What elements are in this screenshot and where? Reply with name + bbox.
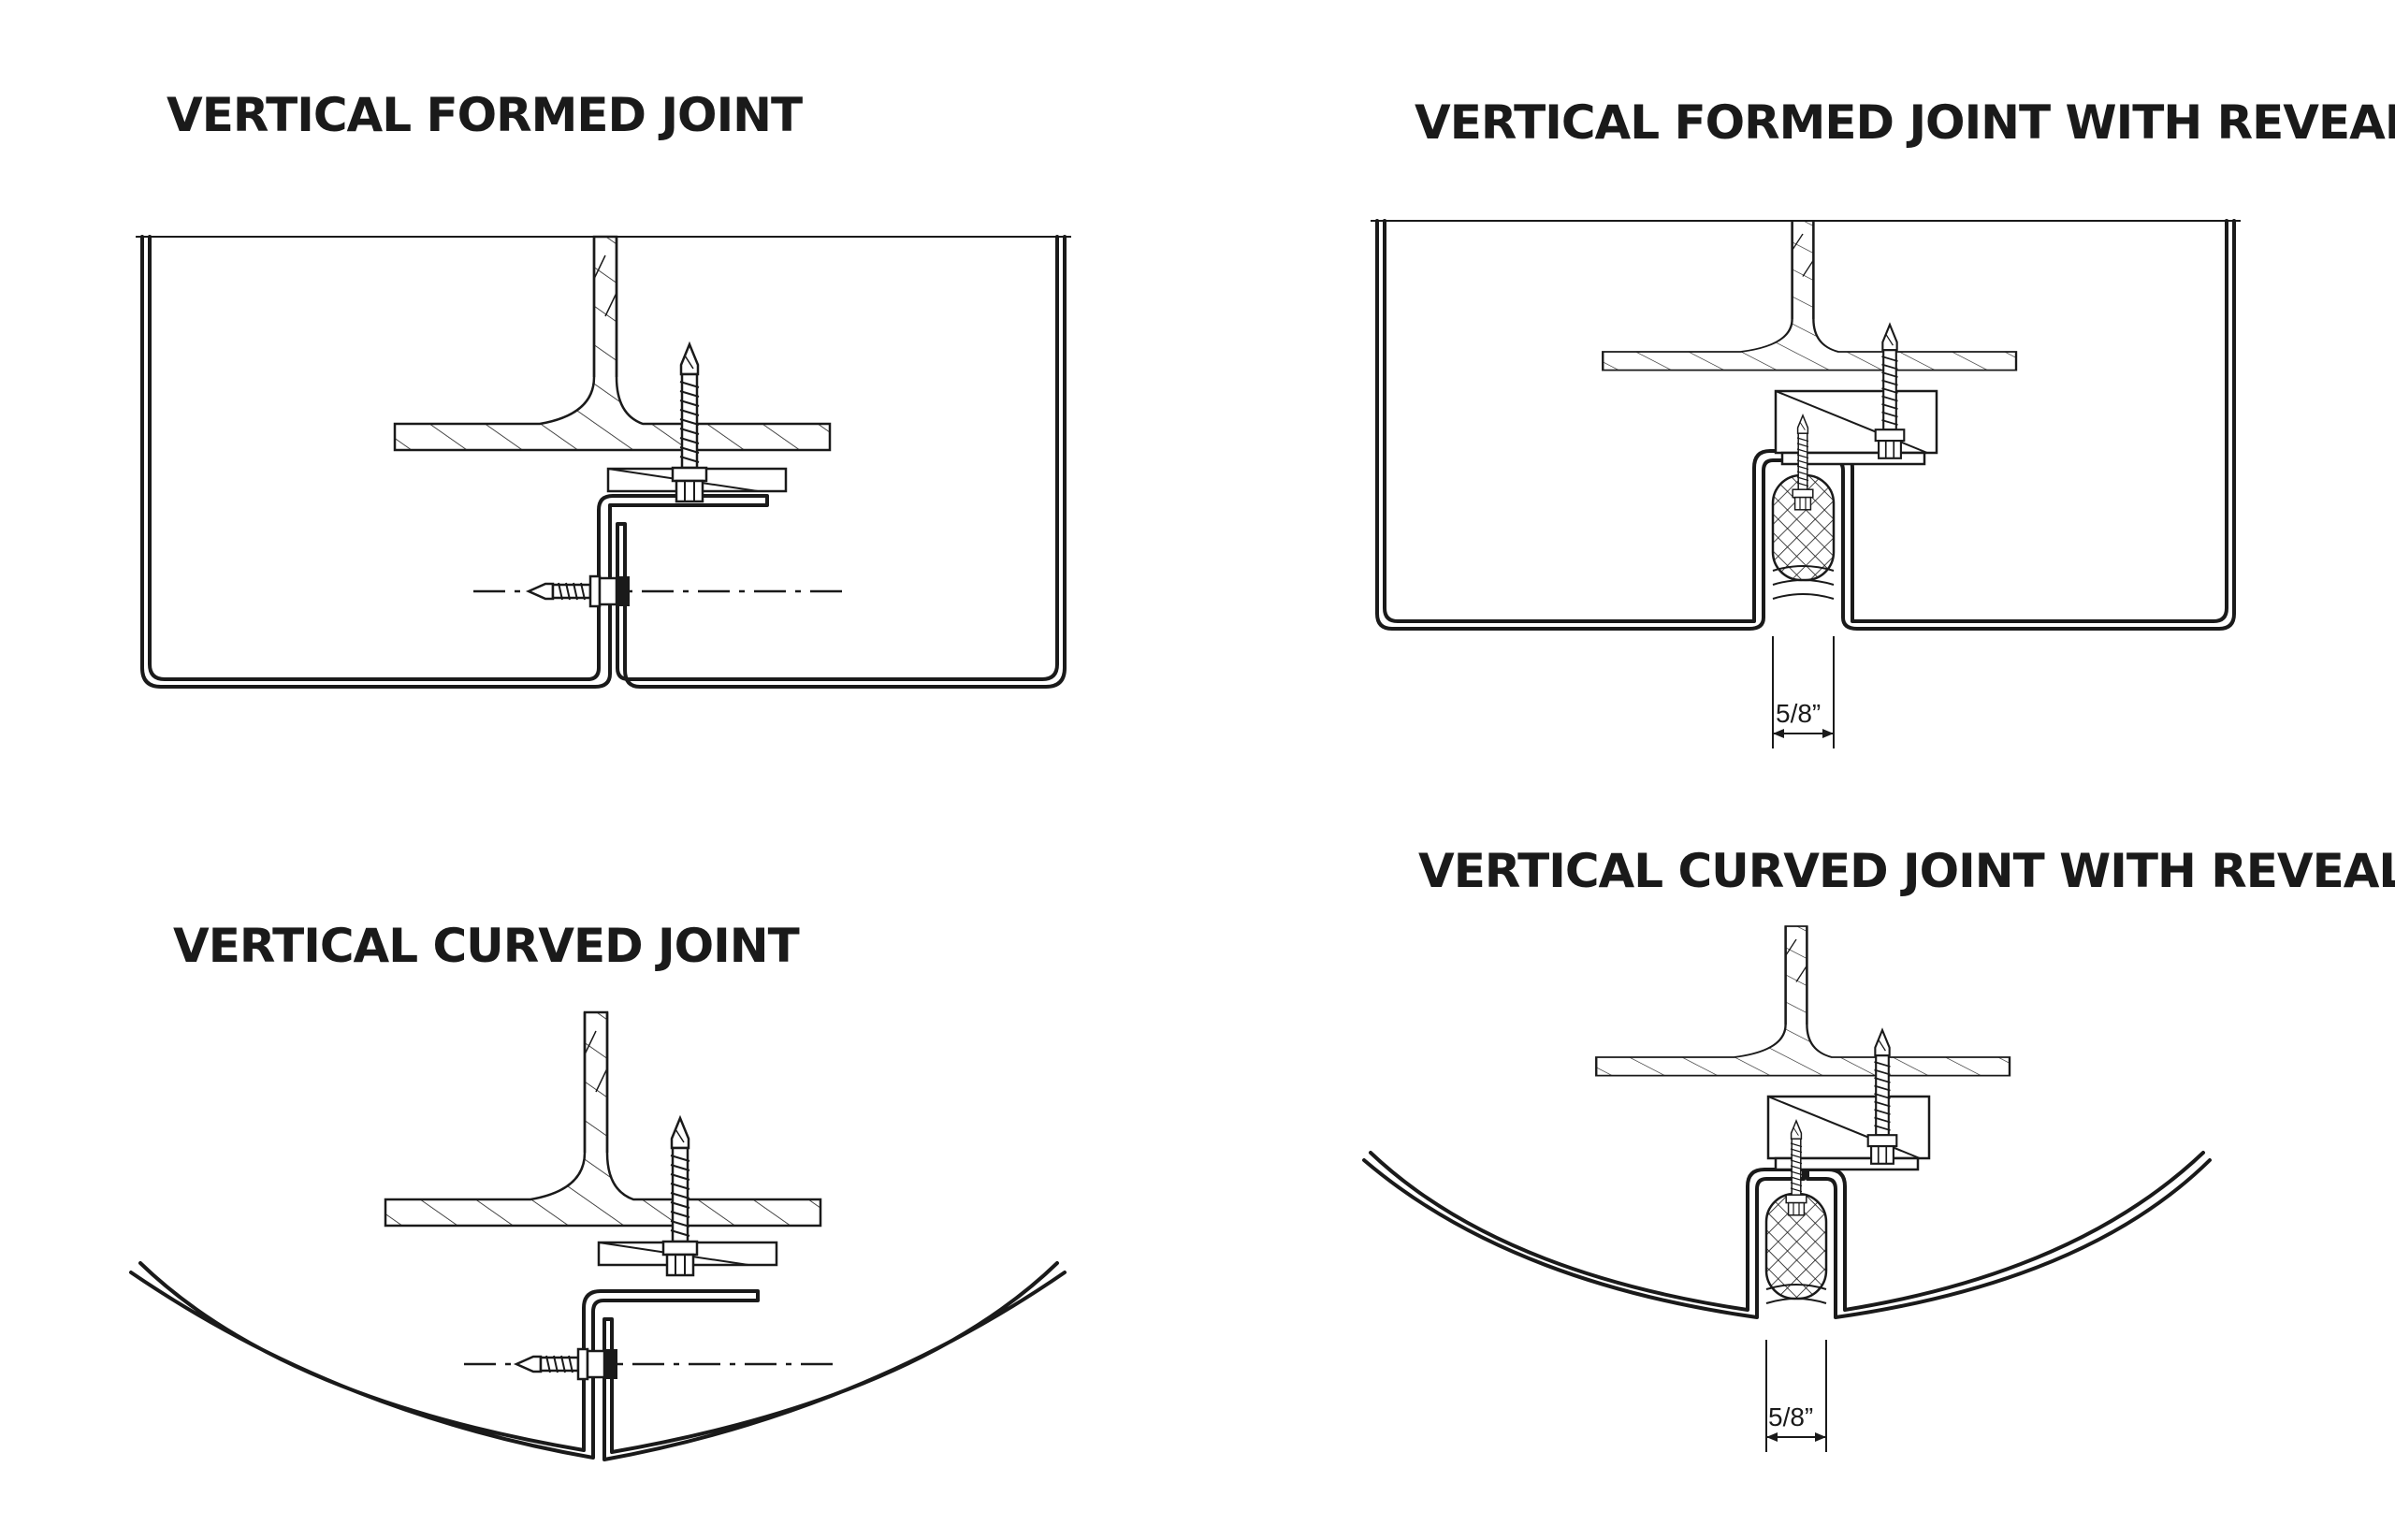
panel-vertical-curved-joint-with-reveal: VERTICAL CURVED JOINT WITH REVEAL 5/8” (1362, 844, 2395, 1452)
panel-title: VERTICAL FORMED JOINT (167, 88, 803, 142)
panel-vertical-formed-joint-with-reveal: VERTICAL FORMED JOINT WITH REVEAL 5/8” (1371, 95, 2395, 748)
reveal-dimension-label: 5/8” (1776, 699, 1821, 728)
panel-title: VERTICAL CURVED JOINT (173, 919, 800, 973)
curved-reveal-drawing: 5/8” (1362, 924, 2212, 1452)
panel-vertical-formed-joint: VERTICAL FORMED JOINT (136, 88, 1071, 689)
curved-joint-drawing (129, 1010, 1067, 1461)
reveal-dimension-label: 5/8” (1768, 1402, 1813, 1431)
panel-vertical-curved-joint: VERTICAL CURVED JOINT (129, 919, 1067, 1461)
panel-title: VERTICAL CURVED JOINT WITH REVEAL (1418, 844, 2395, 898)
formed-joint-drawing (136, 235, 1071, 689)
panel-title: VERTICAL FORMED JOINT WITH REVEAL (1415, 95, 2395, 150)
formed-reveal-drawing: 5/8” (1371, 219, 2241, 748)
